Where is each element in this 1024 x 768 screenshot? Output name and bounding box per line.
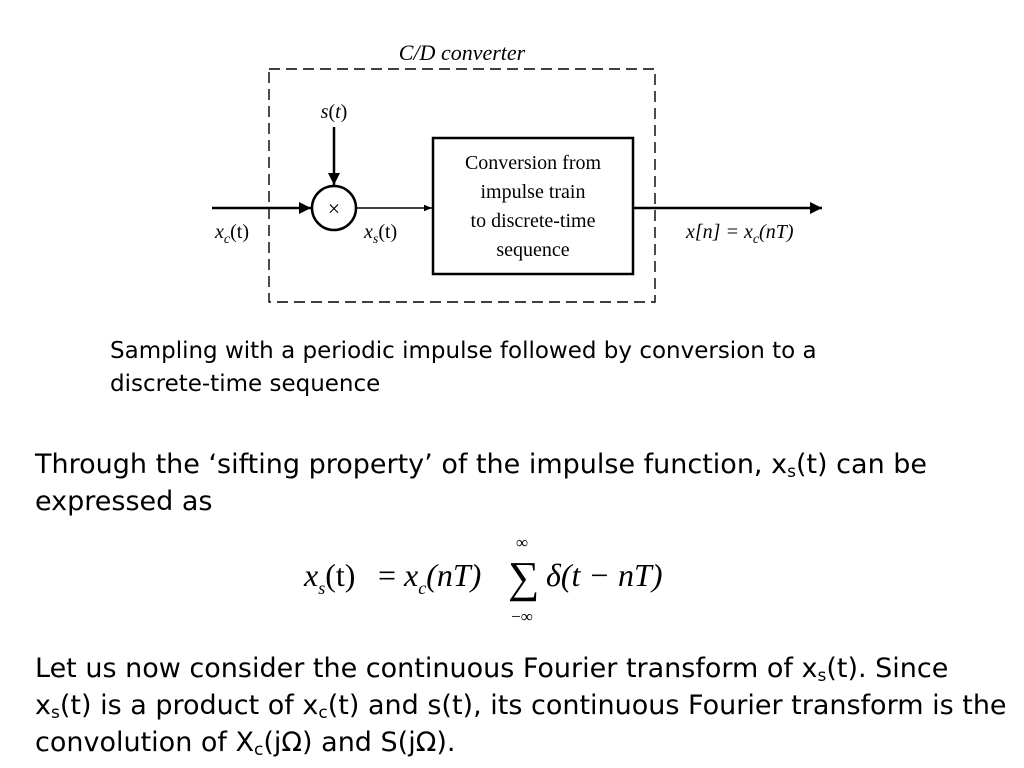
s-t-label: s(t) [321,101,348,123]
para2-t2: (t). Since x [35,653,949,721]
para2-t3: (t) is a product of x [59,690,319,721]
formula-rhs: xc(nT) [403,557,481,598]
formula-lower-limit: −∞ [511,607,533,626]
formula-delta: δ(t − nT) [546,557,662,593]
para2-s1: s [817,666,827,686]
para1-sub: s [787,462,796,482]
output-label: x[n] = xc(nT) [685,221,794,247]
sampling-formula: xs(t) = xc(nT) ∑ ∞ −∞ δ(t − nT) [303,533,662,626]
para2-s4: c [254,740,264,760]
xs-t-label: xs(t) [363,221,397,247]
para2-s2: s [50,703,60,723]
para2-t5: (jΩ) and S(jΩ). [263,727,456,758]
cd-converter-diagram: C/D converter s(t) xc(t) × xs(t) Convers… [212,40,822,303]
para2-s3: c [318,703,328,723]
para1-text-post: (t) can be expressed as [35,449,928,517]
formula-equals: = [378,557,396,593]
conversion-block-line-3: to discrete-time [471,210,596,232]
formula-sigma: ∑ [508,553,539,602]
para2-t4: (t) and s(t), its continuous Fourier tra… [35,690,1007,758]
xc-t-label: xc(t) [214,221,249,247]
formula-lhs: xs(t) [303,557,355,598]
diagram-caption: Sampling with a periodic impulse followe… [110,338,817,397]
sifting-paragraph: Through the ‘sifting property’ of the im… [35,446,1010,520]
para1-text-pre: Through the ‘sifting property’ of the im… [35,449,788,480]
cd-converter-title: C/D converter [399,40,526,65]
multiplier-symbol: × [328,196,340,221]
conversion-block-line-2: impulse train [481,181,586,203]
conversion-block [431,136,635,276]
formula-upper-limit: ∞ [516,533,528,552]
conversion-block-line-4: sequence [496,239,569,261]
fourier-paragraph: Let us now consider the continuous Fouri… [35,650,1010,761]
cd-converter-boundary [268,68,656,303]
conversion-block-line-1: Conversion from [465,152,602,174]
para2-t1: Let us now consider the continuous Fouri… [35,653,818,684]
